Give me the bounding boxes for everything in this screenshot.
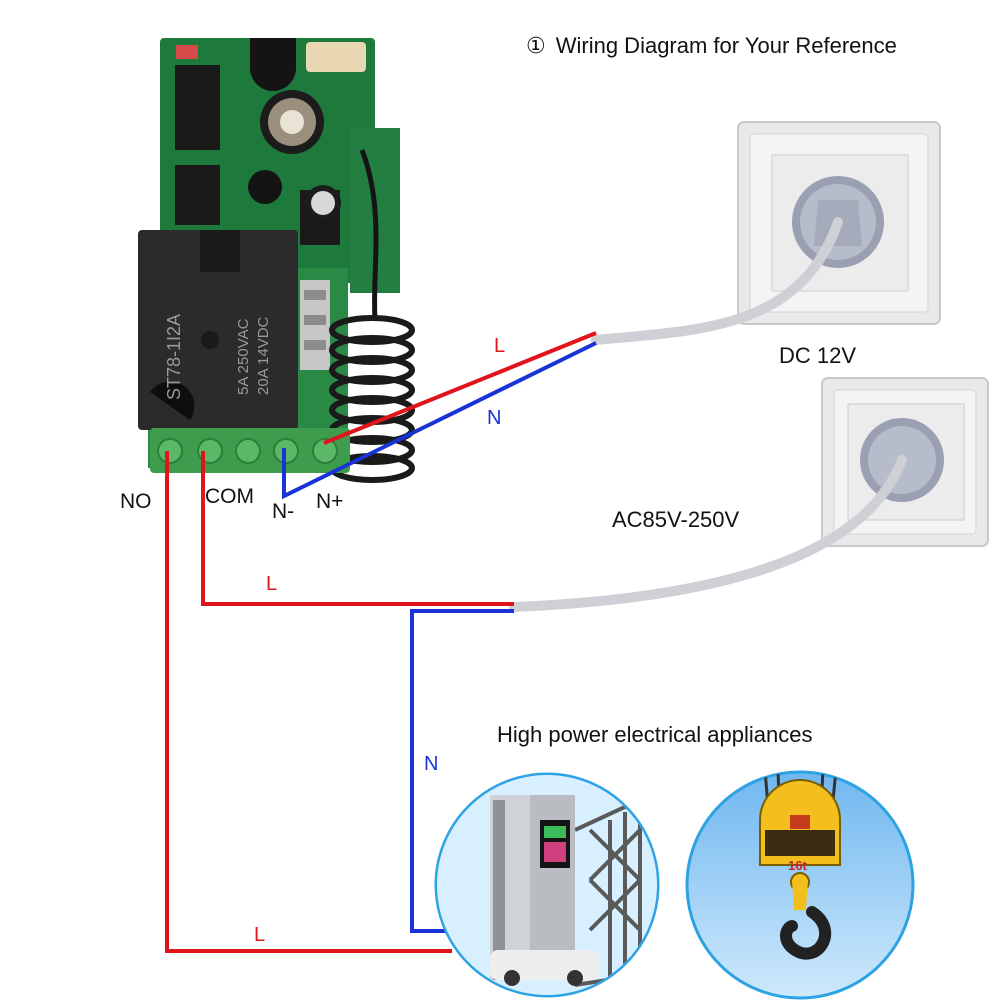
relay-rating-2: 20A 14VDC [255, 316, 272, 395]
wire-label-dc-live: L [494, 335, 506, 357]
terminal-screw-n-plus [312, 438, 338, 464]
cable-ac [509, 455, 907, 612]
title-text: Wiring Diagram for Your Reference [555, 33, 897, 58]
capacitor-small [305, 185, 341, 221]
appliance-gate [434, 772, 660, 998]
title-number: ① [526, 33, 546, 58]
receiver-module: ST78-1I2A 5A 250VAC 20A 14VDC [138, 38, 415, 483]
appliance-crane-hook: 16t [685, 770, 915, 1000]
terminal-no-label: NO [120, 490, 152, 513]
ac-supply-label: AC85V-250V [612, 507, 740, 532]
appliances-heading: High power electrical appliances [497, 722, 813, 747]
relay-rating-1: 5A 250VAC [235, 318, 252, 395]
wire-label-ac-live: L [266, 573, 278, 595]
dc-supply-label: DC 12V [779, 343, 857, 368]
wire-label-load-live: L [254, 924, 266, 946]
wire-dc-neutral [282, 341, 597, 500]
antenna-wire [359, 149, 379, 321]
wire-label-ac-neutral: N [424, 753, 439, 775]
diagram-title: ① Wiring Diagram for Your Reference [526, 33, 897, 59]
cable-dc [591, 217, 843, 345]
wire-label-dc-neutral: N [487, 407, 502, 429]
wire-ac-neutral [410, 609, 514, 933]
wire-load-live [165, 451, 452, 953]
terminal-n-minus-label: N- [272, 500, 295, 523]
relay-model: ST78-1I2A [164, 314, 184, 400]
antenna-coil [329, 315, 415, 483]
terminal-com-label: COM [205, 485, 254, 508]
hook-badge: 16t [788, 858, 807, 873]
terminal-n-plus-label: N+ [316, 490, 344, 513]
terminal-screw-no [157, 438, 183, 464]
capacitor-large [260, 90, 324, 154]
terminal-screw-unused [235, 438, 261, 464]
wire-dc-live [323, 331, 597, 445]
wire-ac-live [201, 451, 514, 606]
